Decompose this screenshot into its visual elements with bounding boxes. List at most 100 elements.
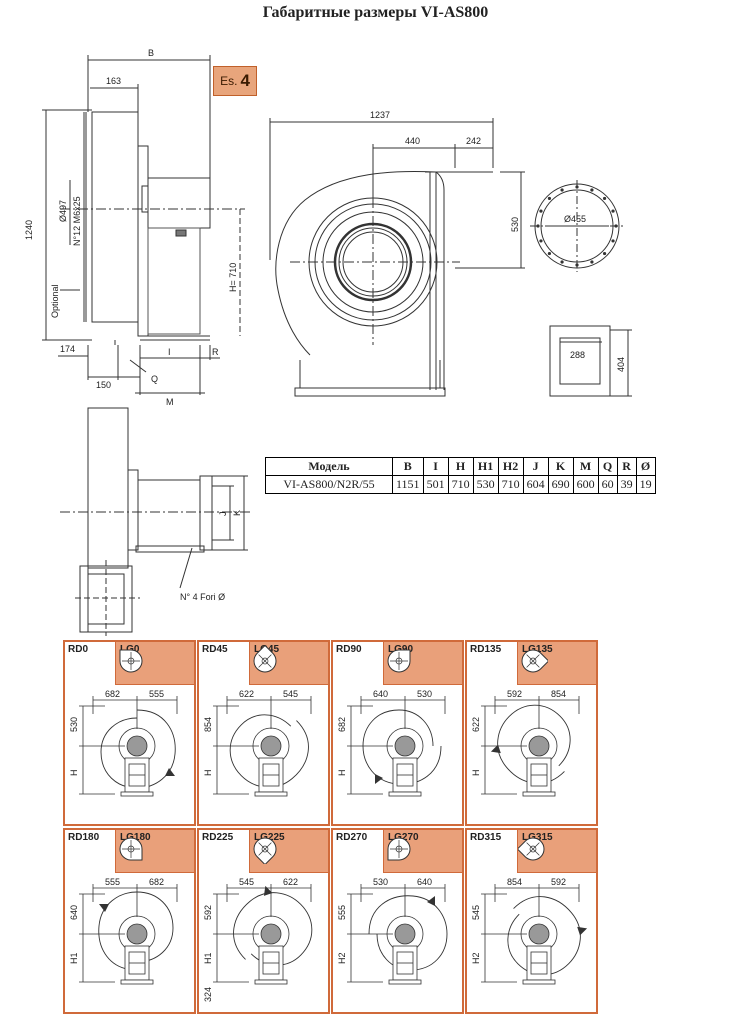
rotation-icon	[521, 649, 548, 673]
height-upper: 622	[471, 717, 481, 732]
header-cell: H	[447, 457, 474, 476]
page-title: Габаритные размеры VI-AS800	[262, 4, 489, 21]
dim-174: 174	[60, 344, 75, 354]
dim-h710: H= 710	[228, 263, 238, 292]
rotation-icon	[253, 837, 277, 864]
lg-label: LG135	[522, 644, 553, 655]
dim-242: 242	[466, 136, 481, 146]
rotation-icon	[253, 646, 277, 673]
rotation-icon	[119, 649, 143, 673]
panel-drawing: 640 530 682 H	[333, 684, 462, 824]
height-upper: 545	[471, 905, 481, 920]
header-cell: H2	[497, 457, 524, 476]
panel-header: RD90 LG90	[333, 642, 462, 690]
width-left: 545	[239, 877, 254, 887]
dimension-labels: B 163 1240 Ø497 N°12 M6x25 Optional H= 7…	[24, 48, 626, 602]
edition-number: 4	[240, 71, 250, 90]
dim-440: 440	[405, 136, 420, 146]
width-left: 530	[373, 877, 388, 887]
panel-drawing: 622 545 854 H	[199, 684, 328, 824]
width-right: 545	[283, 689, 298, 699]
width-right: 622	[283, 877, 298, 887]
orientation-panel: RD90 LG90	[331, 640, 464, 826]
lg-box: LG180	[115, 830, 194, 873]
dim-530: 530	[510, 217, 520, 232]
width-right: 555	[149, 689, 164, 699]
data-cell: 530	[472, 475, 499, 494]
main-drawing: B 163 1240 Ø497 N°12 M6x25 Optional H= 7…	[24, 48, 632, 636]
dim-b: B	[148, 48, 154, 58]
lg-box: LG315	[517, 830, 596, 873]
height-upper: 640	[69, 905, 79, 920]
height-lower: H1	[69, 952, 79, 964]
dim-r: R	[212, 347, 219, 357]
bolt-hole	[602, 196, 607, 201]
side-view	[42, 55, 245, 395]
bolt-hole	[547, 196, 552, 201]
lg-box: LG45	[249, 642, 328, 685]
dim-k: K	[232, 510, 242, 516]
width-left: 640	[373, 689, 388, 699]
orientation-panel: RD180 LG180	[63, 828, 196, 1014]
outlet-view	[530, 180, 625, 272]
dim-m: M	[166, 397, 174, 407]
orientation-panel: RD270 LG270	[331, 828, 464, 1014]
bolt-hole	[560, 260, 564, 264]
header-cell: R	[616, 457, 637, 476]
width-left: 622	[239, 689, 254, 699]
height-lower: H1	[203, 952, 213, 964]
dim-holes: N°12 M6x25	[72, 196, 82, 246]
rotation-icon	[387, 649, 411, 673]
height-base: 324	[203, 987, 213, 1002]
orientation-panel: RD135 LG135	[465, 640, 598, 826]
panel-header: RD0 LG0	[65, 642, 194, 690]
data-cell: 1151	[392, 475, 424, 494]
lg-label: LG225	[254, 832, 285, 843]
bolt-hole	[539, 239, 543, 243]
data-cell: 501	[422, 475, 449, 494]
data-cell: 690	[547, 475, 574, 494]
rd-label: RD315	[470, 832, 502, 843]
edition-prefix: Es.	[220, 74, 238, 88]
height-upper: 854	[203, 717, 213, 732]
flange-view	[549, 325, 632, 397]
bolt-hole	[575, 185, 579, 189]
data-cell: VI-AS800/N2R/55	[265, 475, 393, 494]
spec-table: Модель B I H H1 H2 J K M Q R Ø VI-AS800/…	[265, 457, 656, 494]
lg-box: LG225	[249, 830, 328, 873]
dim-150: 150	[96, 380, 111, 390]
rotation-icon	[387, 837, 411, 861]
panel-drawing: 530 640 555 H2	[333, 872, 462, 1012]
height-lower: H	[471, 770, 481, 777]
width-left: 682	[105, 689, 120, 699]
orientation-panel: RD0 LG0	[63, 640, 196, 826]
base-view	[60, 407, 250, 636]
header-cell: Модель	[265, 457, 393, 476]
lg-label: LG270	[388, 832, 419, 843]
lg-box: LG90	[383, 642, 462, 685]
header-cell: Ø	[635, 457, 656, 476]
orientation-panel: RD225 LG225	[197, 828, 330, 1014]
orientation-panel: RD45 LG45	[197, 640, 330, 826]
panel-header: RD180 LG180	[65, 830, 194, 878]
dim-497: Ø497	[58, 200, 68, 222]
header-cell: J	[522, 457, 549, 476]
height-upper: 592	[203, 905, 213, 920]
lg-label: LG315	[522, 832, 553, 843]
height-upper: 555	[337, 905, 347, 920]
height-lower: H2	[337, 952, 347, 964]
rd-label: RD180	[68, 832, 100, 843]
spec-data-row: VI-AS800/N2R/55 1151 501 710 530 710 604…	[265, 475, 656, 494]
rd-label: RD270	[336, 832, 368, 843]
data-cell: 39	[616, 475, 637, 494]
data-cell: 604	[522, 475, 549, 494]
panel-header: RD45 LG45	[199, 642, 328, 690]
height-lower: H	[337, 770, 347, 777]
front-view	[269, 118, 525, 397]
bolt-hole	[575, 263, 579, 267]
header-cell: I	[422, 457, 449, 476]
dim-404: 404	[616, 357, 626, 372]
dim-j: J	[218, 512, 228, 517]
width-right: 640	[417, 877, 432, 887]
rd-label: RD135	[470, 644, 502, 655]
